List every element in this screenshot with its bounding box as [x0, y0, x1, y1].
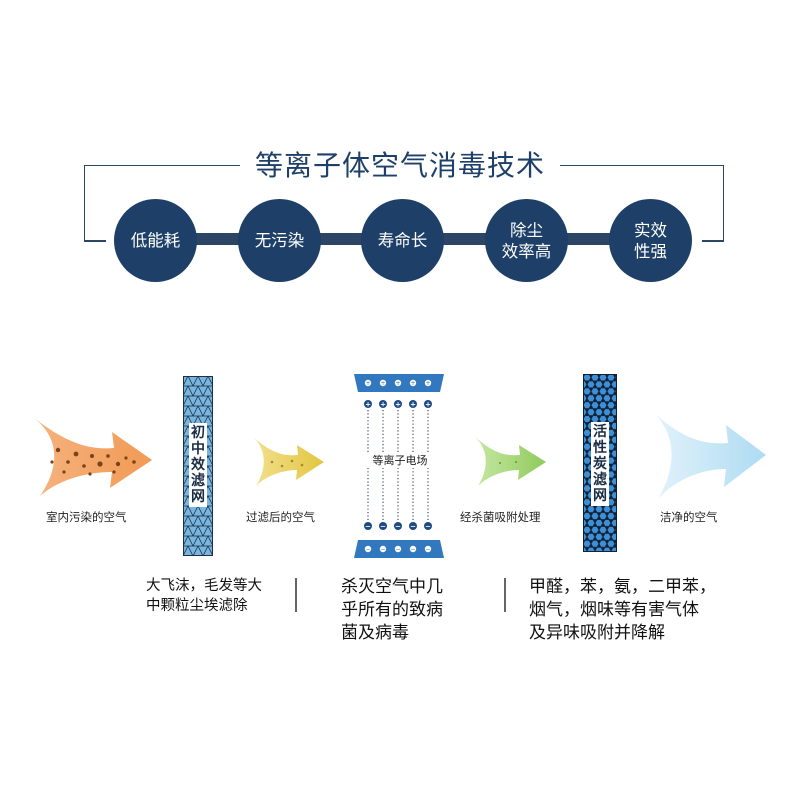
svg-text:+: +	[380, 380, 385, 387]
clean-air-label: 洁净的空气	[660, 510, 718, 524]
sterilized-air-arrow	[470, 432, 548, 490]
svg-text:−: −	[395, 523, 401, 531]
carbon-filter-label: 活 性 炭 滤 网	[591, 422, 609, 506]
note-carbon-filter: 甲醛，苯，氨，二甲苯， 烟气，烟味等有害气体 及异味吸附并降解	[529, 577, 716, 643]
filtered-air-label: 过滤后的空气	[246, 510, 315, 524]
feature-low-energy: 低能耗	[114, 199, 197, 282]
sterilized-air-label: 经杀菌吸附处理	[460, 510, 541, 524]
polluted-air-label: 室内污染的空气	[46, 510, 127, 524]
svg-text:−: −	[365, 523, 371, 531]
note-plasma: 杀灭空气中几 乎所有的致病 菌及病毒	[341, 577, 443, 643]
feature-long-life: 寿命长	[361, 199, 444, 282]
svg-text:−: −	[380, 523, 386, 531]
title-frame-left-foot	[84, 240, 106, 242]
filtered-air-arrow	[248, 432, 326, 490]
main-title: 等离子体空气消毒技术	[240, 146, 560, 186]
svg-text:−: −	[425, 546, 430, 553]
title-frame-right-foot	[702, 240, 724, 242]
clean-air-arrow	[646, 405, 768, 505]
feature-dust-efficiency: 除尘 效率高	[485, 199, 568, 282]
svg-text:−: −	[380, 546, 385, 553]
svg-text:+: +	[395, 401, 401, 409]
svg-text:−: −	[425, 523, 431, 531]
polluted-air-arrow	[28, 410, 156, 502]
note-primary-filter: 大飞沫，毛发等大 中颗粒尘埃滤除	[146, 578, 262, 614]
svg-text:+: +	[380, 401, 386, 409]
svg-text:−: −	[410, 523, 416, 531]
svg-text:−: −	[395, 546, 400, 553]
divider-2	[504, 578, 506, 612]
svg-text:−: −	[365, 546, 370, 553]
svg-text:+: +	[410, 380, 415, 387]
svg-text:+: +	[395, 380, 400, 387]
svg-text:+: +	[425, 401, 431, 409]
svg-text:+: +	[365, 380, 370, 387]
divider-1	[295, 578, 297, 612]
svg-text:+: +	[410, 401, 416, 409]
plasma-field-module: + + + + + − − − − − + + + + + − − − − −	[352, 372, 446, 564]
svg-text:+: +	[425, 380, 430, 387]
feature-no-pollution: 无污染	[238, 199, 321, 282]
svg-text:−: −	[410, 546, 415, 553]
svg-text:+: +	[365, 401, 371, 409]
feature-effectiveness: 实效 性强	[609, 199, 692, 282]
primary-filter-label: 初 中 效 滤 网	[189, 423, 207, 507]
plasma-field-label: 等离子电场	[366, 452, 434, 468]
